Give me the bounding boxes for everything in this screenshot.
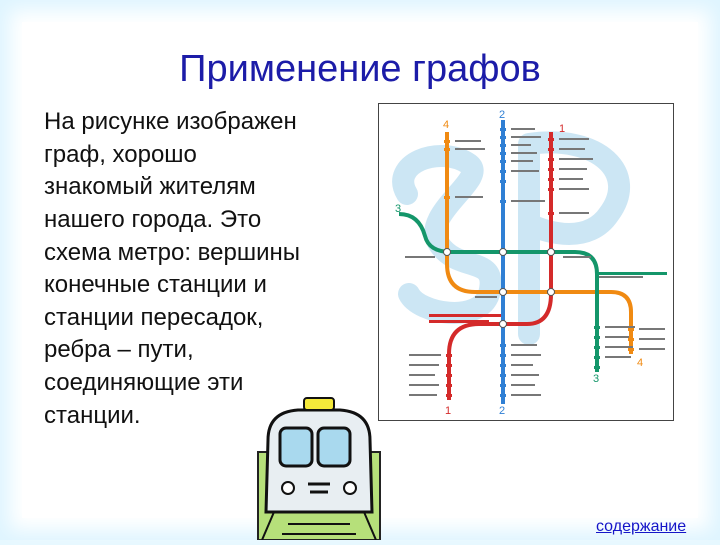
red-stations xyxy=(446,138,554,397)
line-number-orange-bottom: 4 xyxy=(637,357,643,369)
train-light xyxy=(303,397,335,411)
train-icon xyxy=(248,392,390,541)
metro-map: 1 2 3 4 1 2 3 4 xyxy=(378,103,674,421)
line-number-blue-top: 2 xyxy=(499,109,505,121)
watermark-s xyxy=(392,145,502,324)
train-headlight-left xyxy=(281,481,295,495)
line-number-red-top: 1 xyxy=(559,123,565,135)
station-labels xyxy=(405,128,665,396)
metro-line-orange xyxy=(445,132,633,354)
metro-line-green xyxy=(398,212,599,372)
watermark-p xyxy=(518,131,631,345)
line-number-green-bottom: 3 xyxy=(593,373,599,385)
contents-link[interactable]: содержание xyxy=(596,518,687,535)
line-number-orange-top: 4 xyxy=(443,119,449,131)
line-number-green-left: 3 xyxy=(395,203,401,215)
green-station-labels xyxy=(597,272,667,275)
orange-stations xyxy=(444,140,634,351)
interchange-markers xyxy=(443,248,555,328)
train-window-left xyxy=(278,426,314,468)
line-number-blue-bottom: 2 xyxy=(499,405,505,417)
train-grille xyxy=(308,482,330,494)
line-number-red-bottom: 1 xyxy=(445,405,451,417)
green-stations xyxy=(594,326,600,369)
train-window-right xyxy=(316,426,352,468)
slide-body-text: На рисунке изображен граф, хорошо знаком… xyxy=(44,108,301,429)
red-station-labels xyxy=(429,314,501,323)
train-headlight-right xyxy=(343,481,357,495)
slide-title: Применение графов xyxy=(179,48,541,90)
train-rails xyxy=(261,511,377,541)
metro-line-red xyxy=(447,132,553,400)
metro-map-svg: 1 2 3 4 1 2 3 4 xyxy=(392,109,667,417)
blue-stations xyxy=(500,128,506,397)
